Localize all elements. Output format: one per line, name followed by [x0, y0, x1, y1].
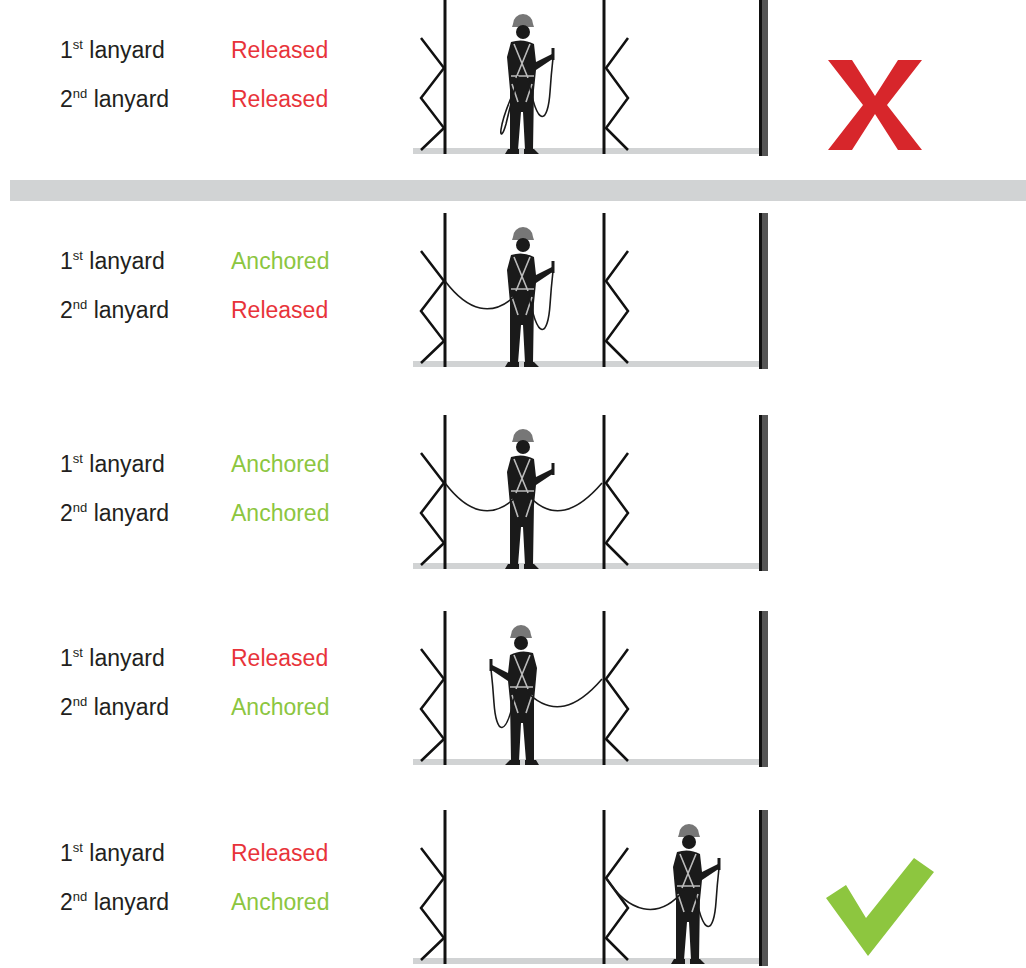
lanyard-label: 1st lanyard: [60, 37, 165, 63]
lanyard-status: Anchored: [231, 889, 329, 915]
lanyard-label: 2nd lanyard: [60, 694, 169, 720]
lanyard-label: 1st lanyard: [60, 840, 165, 866]
lanyard-status: Anchored: [231, 451, 329, 477]
lanyard-status: Anchored: [231, 694, 329, 720]
lanyard-status: Released: [231, 86, 328, 112]
lanyard-label: 1st lanyard: [60, 451, 165, 477]
lanyard-label: 1st lanyard: [60, 248, 165, 274]
lanyard-status: Released: [231, 297, 328, 323]
lanyard-status: Released: [231, 37, 328, 63]
cross-mark: [828, 60, 922, 150]
check-mark: [826, 858, 934, 956]
lanyard-label: 2nd lanyard: [60, 889, 169, 915]
lanyard-label: 1st lanyard: [60, 645, 165, 671]
lanyard-label: 2nd lanyard: [60, 500, 169, 526]
lanyard-status: Released: [231, 840, 328, 866]
lanyard-status: Anchored: [231, 500, 329, 526]
lanyard-status: Anchored: [231, 248, 329, 274]
lanyard-label: 2nd lanyard: [60, 86, 169, 112]
lanyard-status: Released: [231, 645, 328, 671]
lanyard-label: 2nd lanyard: [60, 297, 169, 323]
